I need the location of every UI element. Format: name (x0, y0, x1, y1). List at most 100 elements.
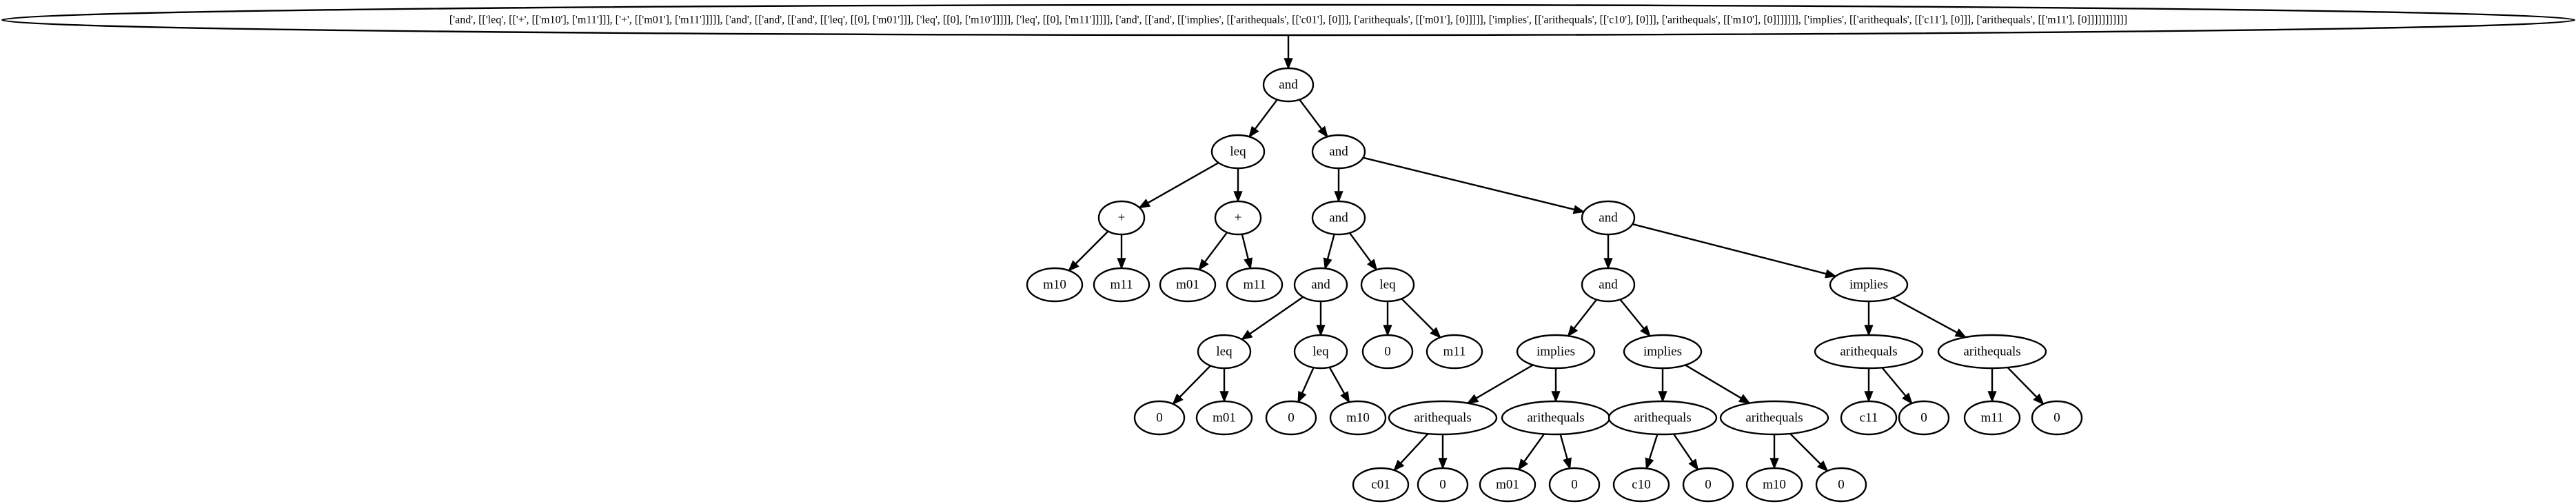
tree-node-c11: c11 (1840, 400, 1898, 436)
arrow-head (1367, 259, 1378, 271)
edge-line (1254, 99, 1278, 130)
arrow-head (1233, 191, 1243, 203)
tree-node-m01: m01 (1195, 400, 1253, 436)
node-ellipse (1719, 400, 1829, 436)
node-ellipse (1814, 334, 1924, 370)
edge-implies-to-arithequals (1658, 368, 1667, 403)
edge-leq-to-0 (1383, 301, 1392, 337)
node-label: leq (1379, 278, 1396, 292)
edge-implies-to-arithequals (1685, 364, 1751, 404)
node-label: m10 (1763, 478, 1786, 492)
tree-node-arithequals: arithequals (1814, 334, 1924, 370)
edge-arithequals-to-0 (1672, 433, 1699, 471)
arrow-head (1864, 325, 1874, 337)
arrow-head (1825, 269, 1837, 279)
edge-leq-to-m10 (1328, 367, 1350, 404)
tree-node-arithequals: arithequals (1501, 400, 1611, 436)
node-label: 0 (1288, 411, 1295, 425)
node-ellipse (1360, 267, 1415, 303)
tree-node-and: and (1262, 67, 1315, 103)
node-ellipse (1262, 67, 1315, 103)
edge-line (1075, 230, 1109, 265)
edge-leq-to-zero (1138, 162, 1219, 209)
edge-and-to-and (1323, 234, 1335, 270)
node-label: m10 (1043, 278, 1066, 292)
edge-and-to-implies (1567, 299, 1598, 337)
edge-implies-to-arithequals (1892, 296, 1967, 339)
arrow-head (1572, 205, 1585, 214)
node-ellipse (1026, 267, 1084, 303)
node-label: c10 (1632, 478, 1650, 492)
edges-layer (1068, 35, 2045, 472)
tree-node-m11: m11 (1226, 267, 1284, 303)
tree-node-m01: m01 (1479, 467, 1537, 503)
tree-node-and: and (1311, 200, 1366, 236)
edge-line (1892, 296, 1958, 334)
node-ellipse (1093, 267, 1150, 303)
edge-and-to-and (1299, 99, 1328, 138)
arrow-head (1219, 391, 1229, 403)
edge-line (1348, 232, 1372, 263)
edge-implies-to-arithequals (1864, 301, 1874, 337)
node-ellipse (1226, 267, 1284, 303)
arrow-head (1769, 458, 1779, 470)
tree-node-0: 0 (1548, 467, 1601, 503)
tree-node-m11: m11 (1963, 400, 2021, 436)
arrow-head (1340, 391, 1350, 404)
node-ellipse (1311, 134, 1366, 170)
arrow-head (1864, 391, 1874, 403)
tree-node-c01: c01 (1352, 467, 1410, 503)
tree-node-leq: leq (1197, 334, 1252, 370)
tree-node-0: 0 (1417, 467, 1469, 503)
node-label: m01 (1176, 278, 1199, 292)
tree-node-zero: + (1214, 200, 1262, 236)
tree-node-and: and (1581, 200, 1636, 236)
node-ellipse (1329, 400, 1387, 436)
node-label: leq (1312, 345, 1329, 359)
node-label: 0 (1920, 411, 1927, 425)
edge-arithequals-to-0 (1881, 367, 1913, 405)
tree-node-implies: implies (1623, 334, 1703, 370)
node-label: and (1599, 211, 1618, 225)
node-label: arithequals (1527, 411, 1584, 425)
edge-arithequals-to-0 (2007, 367, 2045, 405)
arrow-head (1816, 460, 1829, 472)
node-label: implies (1849, 278, 1888, 292)
arrow-head (1334, 191, 1343, 203)
node-ellipse (1937, 334, 2047, 370)
node-ellipse (1159, 267, 1217, 303)
node-ellipse (1426, 334, 1483, 370)
edge-leq-to-zero (1233, 168, 1243, 203)
arrow-head (1284, 58, 1293, 70)
node-ellipse (1815, 467, 1867, 503)
tree-node-and: and (1311, 134, 1366, 170)
node-label: 0 (1156, 411, 1163, 425)
node-ellipse (2031, 400, 2083, 436)
node-ellipse (1214, 200, 1262, 236)
arrow-head (1603, 258, 1613, 270)
node-label: m11 (1243, 278, 1266, 292)
node-label: arithequals (1840, 345, 1897, 359)
node-ellipse (1361, 334, 1414, 370)
arrow-head (1383, 325, 1392, 337)
arrow-head (1393, 459, 1405, 472)
node-label: c01 (1371, 478, 1390, 492)
node-ellipse (1097, 200, 1146, 236)
arrow-head (1068, 260, 1079, 272)
edge-line (1475, 364, 1534, 399)
node-label: 0 (1439, 478, 1446, 492)
node-ellipse (1516, 334, 1596, 370)
edge-line (1400, 433, 1429, 464)
arrow-head (1688, 458, 1699, 471)
node-label: ['and', [['leq', [['+', [['m10'], ['m11'… (449, 14, 2127, 26)
arrow-head (1240, 330, 1253, 341)
node-ellipse (1311, 200, 1366, 236)
edge-arithequals-to-m10 (1769, 434, 1779, 470)
edge-zero-to-m11 (1117, 234, 1126, 270)
node-ellipse (1195, 400, 1253, 436)
arrow-head (1645, 457, 1654, 470)
tree-node-implies: implies (1829, 267, 1909, 303)
node-label: and (1329, 145, 1348, 159)
node-ellipse (1898, 400, 1950, 436)
tree-node-leq: leq (1360, 267, 1415, 303)
